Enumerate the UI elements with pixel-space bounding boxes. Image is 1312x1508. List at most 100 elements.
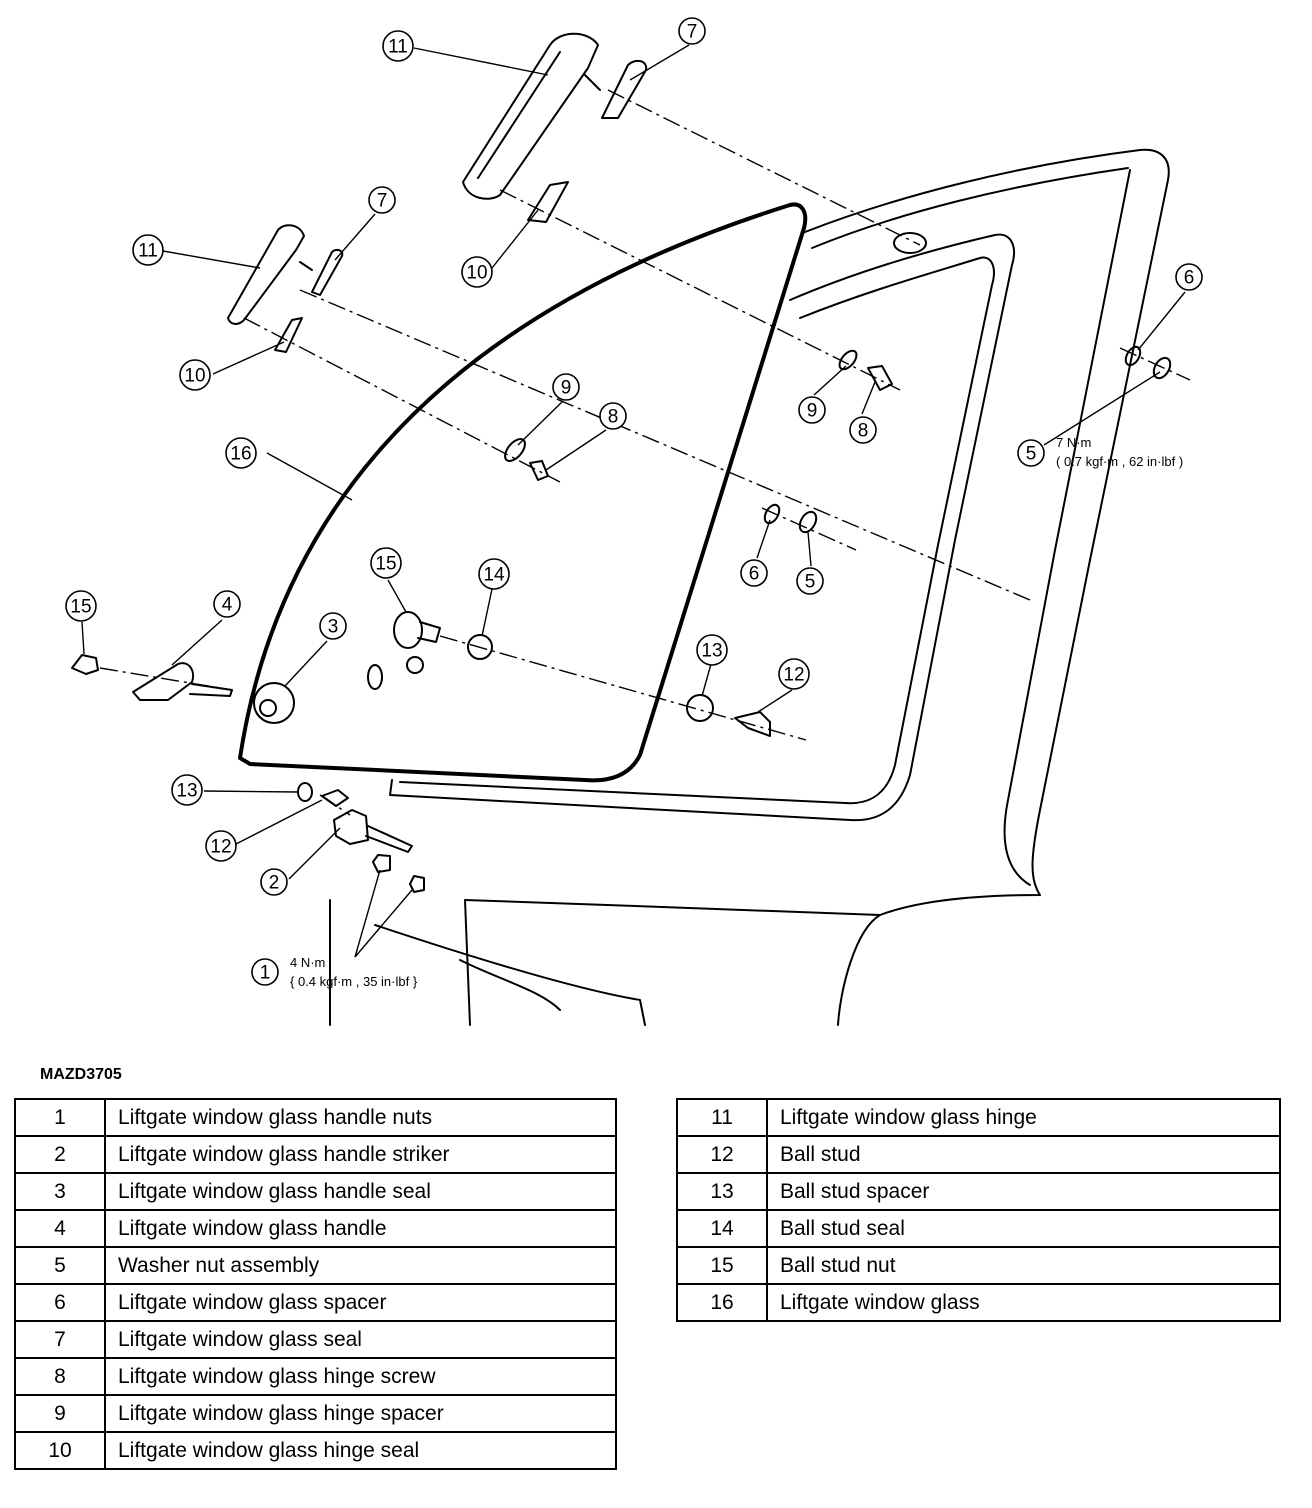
nut-1b [409, 875, 425, 893]
callout-12: 12 [783, 665, 804, 686]
hinge-screw-right [867, 365, 893, 391]
part-description: Liftgate window glass spacer [104, 1283, 617, 1322]
washer-torque-line1: 7 N·m [1056, 435, 1091, 450]
callout-1: 1 [260, 963, 271, 984]
callout-11: 11 [388, 37, 408, 58]
part-description: Liftgate window glass handle seal [104, 1172, 617, 1211]
callout-10: 10 [466, 263, 487, 284]
hinge-spacer-left [504, 438, 526, 462]
callout-2: 2 [269, 873, 280, 894]
callout-16: 16 [230, 444, 251, 465]
callout-13: 13 [701, 641, 722, 662]
callout-15: 15 [375, 554, 396, 575]
window-opening [389, 233, 1015, 822]
callout-8: 8 [608, 407, 619, 428]
exploded-view-diagram: 11 7 11 7 10 10 9 8 16 9 8 6 5 6 5 15 14… [65, 17, 1203, 1026]
part-description: Liftgate window glass [766, 1283, 1281, 1322]
part-description: Ball stud [766, 1135, 1281, 1174]
ball-stud-spacer-right [686, 694, 714, 722]
liftgate-pillar-edge [1003, 169, 1131, 886]
upper-seal [601, 59, 648, 119]
callout-6: 6 [749, 564, 760, 585]
callout-9: 9 [561, 378, 572, 399]
ball-stud-seal [467, 634, 493, 660]
callout-12: 12 [210, 837, 231, 858]
part-number: 6 [14, 1283, 106, 1322]
part-description: Liftgate window glass seal [104, 1320, 617, 1359]
part-number: 4 [14, 1209, 106, 1248]
hinge-screw-left [529, 460, 549, 481]
liftgate-body-outline [804, 148, 1170, 1026]
part-description: Liftgate window glass hinge seal [104, 1431, 617, 1470]
striker [333, 809, 369, 845]
nut-center [393, 611, 423, 649]
part-number: 5 [14, 1246, 106, 1285]
part-number: 13 [676, 1172, 768, 1211]
callout-15: 15 [70, 597, 91, 618]
part-description: Ball stud spacer [766, 1172, 1281, 1211]
part-number: 15 [676, 1246, 768, 1285]
part-description: Ball stud seal [766, 1209, 1281, 1248]
part-description: Liftgate window glass handle nuts [104, 1098, 617, 1137]
part-description: Liftgate window glass handle [104, 1209, 617, 1248]
ball-stud-right [734, 711, 771, 737]
part-description: Liftgate window glass hinge [766, 1098, 1281, 1137]
upper-hinge [462, 32, 599, 200]
hinge-spacer-right [838, 349, 858, 371]
nut-1a [372, 854, 391, 873]
part-number: 11 [676, 1098, 768, 1137]
nut-left [71, 654, 99, 675]
part-number: 2 [14, 1135, 106, 1174]
part-number: 16 [676, 1283, 768, 1322]
nuts-torque-line1: 4 N·m [290, 955, 325, 970]
part-number: 7 [14, 1320, 106, 1359]
callout-8: 8 [858, 421, 869, 442]
ball-stud-left [321, 789, 349, 807]
callout-14: 14 [483, 565, 505, 586]
lower-hinge [227, 224, 305, 325]
handle [132, 662, 194, 701]
callout-5: 5 [805, 572, 816, 593]
part-description: Liftgate window glass hinge spacer [104, 1394, 617, 1433]
glass-pane [238, 202, 808, 783]
part-description: Liftgate window glass handle striker [104, 1135, 617, 1174]
liftgate-body-inner-edge [811, 167, 1129, 249]
part-number: 8 [14, 1357, 106, 1396]
ball-stud-spacer-left [297, 782, 313, 802]
callout-6: 6 [1184, 268, 1195, 289]
part-description: Washer nut assembly [104, 1246, 617, 1285]
callout-7: 7 [377, 191, 388, 212]
callout-10: 10 [184, 366, 205, 387]
part-number: 10 [14, 1431, 106, 1470]
callout-11: 11 [138, 241, 158, 262]
part-number: 3 [14, 1172, 106, 1211]
callout-9: 9 [807, 401, 818, 422]
window-opening-inner [399, 256, 995, 805]
callout-5: 5 [1026, 444, 1037, 465]
upper-hinge-seal [527, 181, 569, 223]
part-number: 9 [14, 1394, 106, 1433]
handle-seal [253, 682, 295, 724]
washer-nut-right [1152, 356, 1172, 380]
figure-code: MAZD3705 [40, 1066, 122, 1083]
callout-3: 3 [328, 617, 339, 638]
part-description: Liftgate window glass hinge screw [104, 1357, 617, 1396]
